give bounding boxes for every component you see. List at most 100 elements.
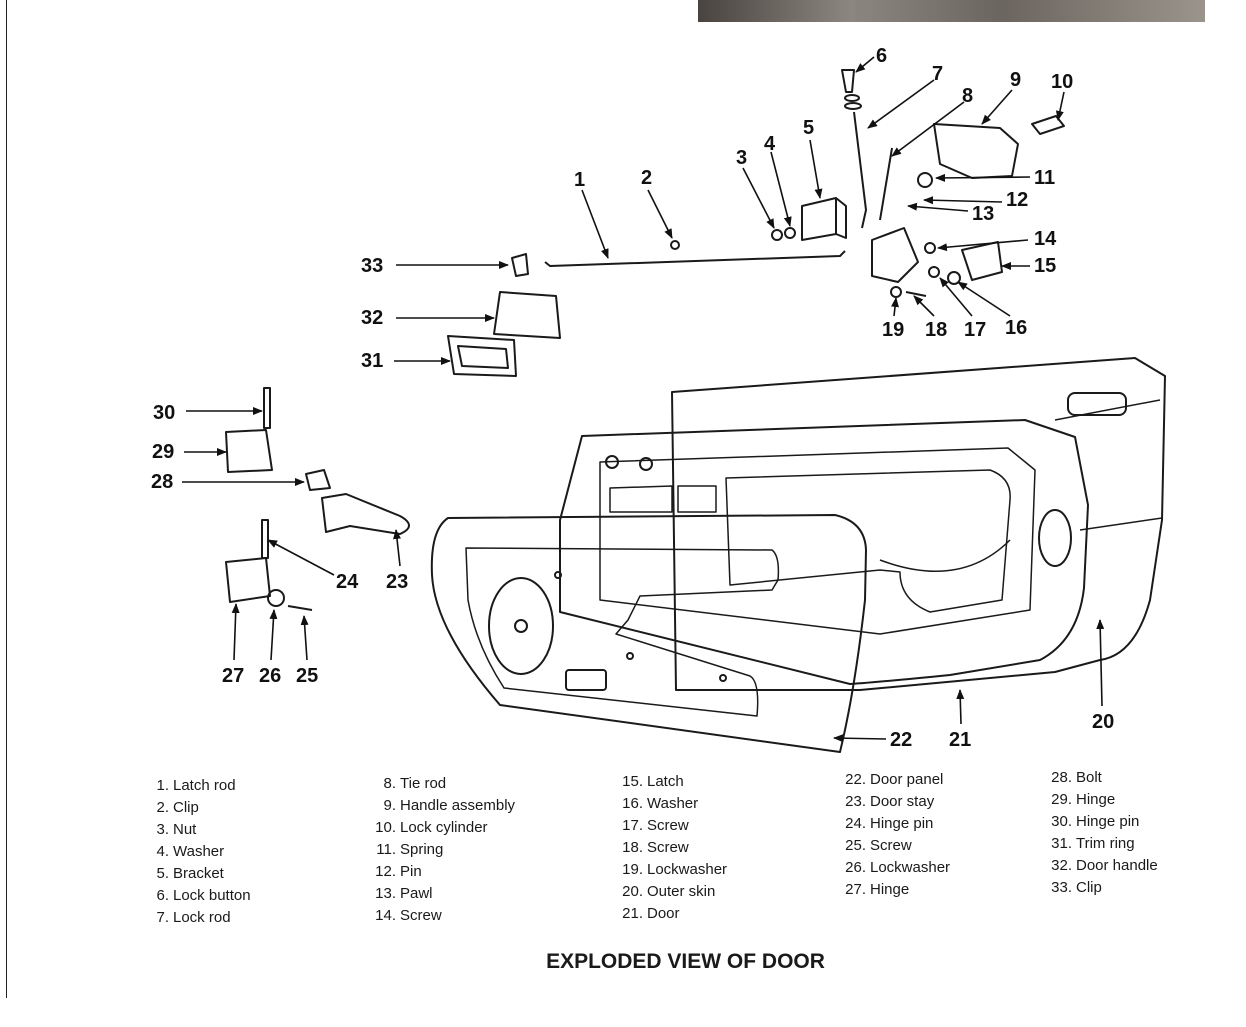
hinge-29-part <box>225 429 273 473</box>
callout-label: 30 <box>153 402 176 424</box>
legend-item: 22.Door panel <box>845 771 944 788</box>
lock-button-washer <box>844 94 860 102</box>
callout-label: 6 <box>876 45 888 67</box>
screw-14-part <box>924 242 936 254</box>
outer-skin-handle-recess <box>1067 392 1127 416</box>
legend-item: 21.Door <box>622 905 680 922</box>
legend-item: 26.Lockwasher <box>845 859 951 876</box>
door-panel-hole <box>719 674 727 682</box>
legend-item: 33.Clip <box>1051 879 1102 896</box>
callout-label: 27 <box>222 665 245 687</box>
legend-item: 17.Screw <box>622 817 689 834</box>
door-panel-speaker-center <box>514 619 528 633</box>
callout-label: 11 <box>1034 167 1056 189</box>
bolt-28-part <box>305 469 331 491</box>
lock-cylinder-10-part <box>1031 115 1065 135</box>
callout-label: 28 <box>151 471 174 493</box>
door-rod <box>879 539 1011 572</box>
lockwasher-19-part <box>890 286 902 298</box>
diagram-caption: EXPLODED VIEW OF DOOR <box>546 950 825 973</box>
handle-assembly-9-part <box>933 123 1019 179</box>
legend-column-2: 8.Tie rod 9.Handle assembly 10.Lock cyli… <box>370 773 515 927</box>
callout-label: 18 <box>925 319 948 341</box>
callout-label: 7 <box>932 63 944 85</box>
callout-label: 3 <box>736 147 748 169</box>
screw-18-part <box>905 291 927 297</box>
callout-label: 23 <box>386 571 409 593</box>
legend-item: 20.Outer skin <box>622 883 716 900</box>
legend-column-5: 28.Bolt 29.Hinge 30.Hinge pin 31.Trim ri… <box>1046 767 1158 899</box>
legend-item: 11.Spring <box>376 841 444 858</box>
legend-item: 3.Nut <box>156 821 197 838</box>
trim-ring-31-part <box>447 335 517 377</box>
callout-label: 29 <box>152 441 175 463</box>
screw-25-part <box>287 605 313 611</box>
door-panel-part <box>430 514 867 753</box>
spring-11-part <box>917 172 933 188</box>
legend-item: 19.Lockwasher <box>622 861 728 878</box>
legend-column-4: 22.Door panel 23.Door stay 24.Hinge pin … <box>840 769 950 901</box>
callout-label: 32 <box>361 307 384 329</box>
legend-item: 13.Pawl <box>375 885 433 902</box>
legend-item: 15.Latch <box>622 773 684 790</box>
legend-item: 9.Handle assembly <box>383 797 516 814</box>
bracket-5-part <box>801 197 847 241</box>
tie-rod-8-part <box>879 147 893 221</box>
legend-column-3: 15.Latch 16.Washer 17.Screw 18.Screw 19.… <box>617 771 727 925</box>
latch-15-part <box>961 241 1003 281</box>
callout-label: 21 <box>949 729 972 751</box>
callout-label: 25 <box>296 665 319 687</box>
lock-rod-7-part <box>853 111 867 229</box>
hinge-27-part <box>225 557 271 603</box>
door-panel-handle-recess <box>565 669 607 691</box>
legend-item: 12.Pin <box>375 863 422 880</box>
callout-label: 24 <box>336 571 359 593</box>
legend-item: 4.Washer <box>156 843 225 860</box>
nut-3-part <box>771 229 783 241</box>
legend-item: 5.Bracket <box>156 865 224 882</box>
door-panel-speaker <box>488 577 554 675</box>
callout-label: 19 <box>882 319 905 341</box>
callout-label: 31 <box>361 350 384 372</box>
door-cutout-upper <box>725 469 1011 613</box>
callout-label: 20 <box>1092 711 1115 733</box>
washer-4-part <box>784 227 796 239</box>
lock-button-washer <box>844 102 862 110</box>
callout-label: 4 <box>764 133 776 155</box>
page-edge-line <box>6 0 7 998</box>
door-cutout-left <box>609 485 717 513</box>
callout-label: 26 <box>259 665 282 687</box>
clip-33-part <box>511 253 529 277</box>
photo-fragment <box>698 0 1205 22</box>
clip-2-part <box>670 240 680 250</box>
hinge-pin-24-part <box>261 519 269 559</box>
callout-label: 8 <box>962 85 974 107</box>
door-handle-32-part <box>493 291 561 339</box>
door-inner-part <box>559 419 1089 685</box>
legend-item: 16.Washer <box>622 795 699 812</box>
legend-item: 31.Trim ring <box>1051 835 1135 852</box>
callout-label: 17 <box>964 319 987 341</box>
legend-item: 14.Screw <box>375 907 442 924</box>
legend-item: 2.Clip <box>156 799 199 816</box>
legend-item: 1.Latch rod <box>156 777 236 794</box>
door-window-opening <box>599 447 1036 635</box>
latch-rod-part <box>544 250 846 267</box>
lockwasher-26-part <box>267 589 285 607</box>
outer-skin-part <box>671 357 1166 691</box>
legend-item: 8.Tie rod <box>383 775 447 792</box>
callout-label: 9 <box>1010 69 1022 91</box>
callout-label: 1 <box>574 169 586 191</box>
callout-label: 15 <box>1034 255 1057 277</box>
legend-item: 7.Lock rod <box>156 909 231 926</box>
callout-label: 12 <box>1006 189 1029 211</box>
legend-item: 10.Lock cylinder <box>375 819 488 836</box>
callout-label: 14 <box>1034 228 1057 250</box>
legend-item: 6.Lock button <box>156 887 251 904</box>
door-panel-inner-outline <box>465 547 780 717</box>
legend-item: 32.Door handle <box>1051 857 1158 874</box>
door-hole <box>605 455 619 469</box>
callout-label: 2 <box>641 167 653 189</box>
legend-item: 18.Screw <box>622 839 689 856</box>
